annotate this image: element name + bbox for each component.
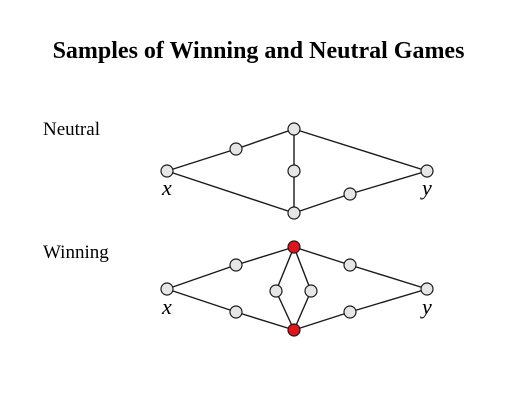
winning-edge-top-c xyxy=(293,246,351,266)
neutral-node-y xyxy=(420,164,434,178)
winning-graph: x y xyxy=(160,240,434,337)
page-title: Samples of Winning and Neutral Games xyxy=(52,38,465,64)
neutral-node-mid xyxy=(287,164,301,178)
winning-edge-innerL-bottom xyxy=(275,290,295,331)
neutral-node-a xyxy=(229,142,243,156)
neutral-edge-b-y xyxy=(349,170,428,195)
neutral-node-top xyxy=(287,122,301,136)
neutral-edge-x-a xyxy=(166,148,237,172)
winning-edge-bottom-e xyxy=(293,311,351,331)
neutral-y-label: y xyxy=(420,175,432,200)
winning-node-bottom xyxy=(287,323,301,337)
winning-edge-e-y xyxy=(349,288,428,313)
neutral-graph: x y xyxy=(160,122,434,220)
winning-edge-d-bottom xyxy=(235,311,295,331)
neutral-node-x xyxy=(160,164,174,178)
neutral-x-label: x xyxy=(161,175,172,200)
neutral-edge-x-bottom xyxy=(166,170,295,214)
winning-label: Winning xyxy=(43,242,109,263)
winning-nodes xyxy=(160,240,434,337)
winning-edge-top-innerL xyxy=(275,246,295,292)
neutral-edge-top-y xyxy=(293,128,428,172)
winning-node-c xyxy=(343,258,357,272)
winning-edge-innerR-bottom xyxy=(293,290,312,331)
winning-edge-x-d xyxy=(166,288,237,313)
winning-node-x xyxy=(160,282,174,296)
winning-node-d xyxy=(229,305,243,319)
neutral-node-b xyxy=(343,187,357,201)
neutral-nodes xyxy=(160,122,434,220)
winning-x-label: x xyxy=(161,294,172,319)
winning-edge-c-y xyxy=(349,264,428,290)
winning-edge-top-innerR xyxy=(293,246,312,292)
winning-node-top xyxy=(287,240,301,254)
winning-node-a xyxy=(229,258,243,272)
winning-y-label: y xyxy=(420,294,432,319)
winning-edges xyxy=(166,246,428,331)
winning-node-y xyxy=(420,282,434,296)
winning-node-e xyxy=(343,305,357,319)
neutral-node-bottom xyxy=(287,206,301,220)
neutral-edge-bottom-b xyxy=(293,193,351,214)
winning-node-innerR xyxy=(304,284,318,298)
neutral-edges xyxy=(166,128,428,214)
neutral-label: Neutral xyxy=(43,119,100,140)
neutral-edge-a-top xyxy=(235,128,295,150)
winning-edge-x-a xyxy=(166,264,237,290)
winning-node-innerL xyxy=(269,284,283,298)
winning-edge-a-top xyxy=(235,246,295,266)
